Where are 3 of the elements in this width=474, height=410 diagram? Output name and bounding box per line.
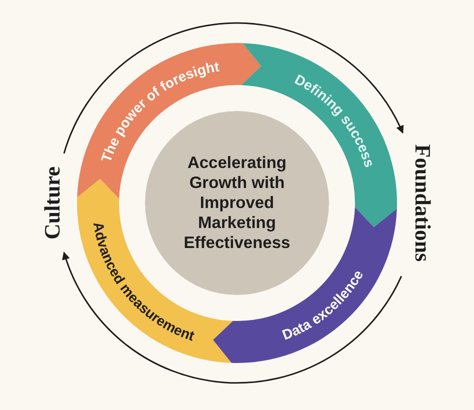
cycle-label: Foundations [410, 144, 434, 262]
cycle-label: Culture [40, 166, 64, 240]
center-title: Accelerating Growth with Improved Marketing Effectiveness [182, 153, 292, 253]
